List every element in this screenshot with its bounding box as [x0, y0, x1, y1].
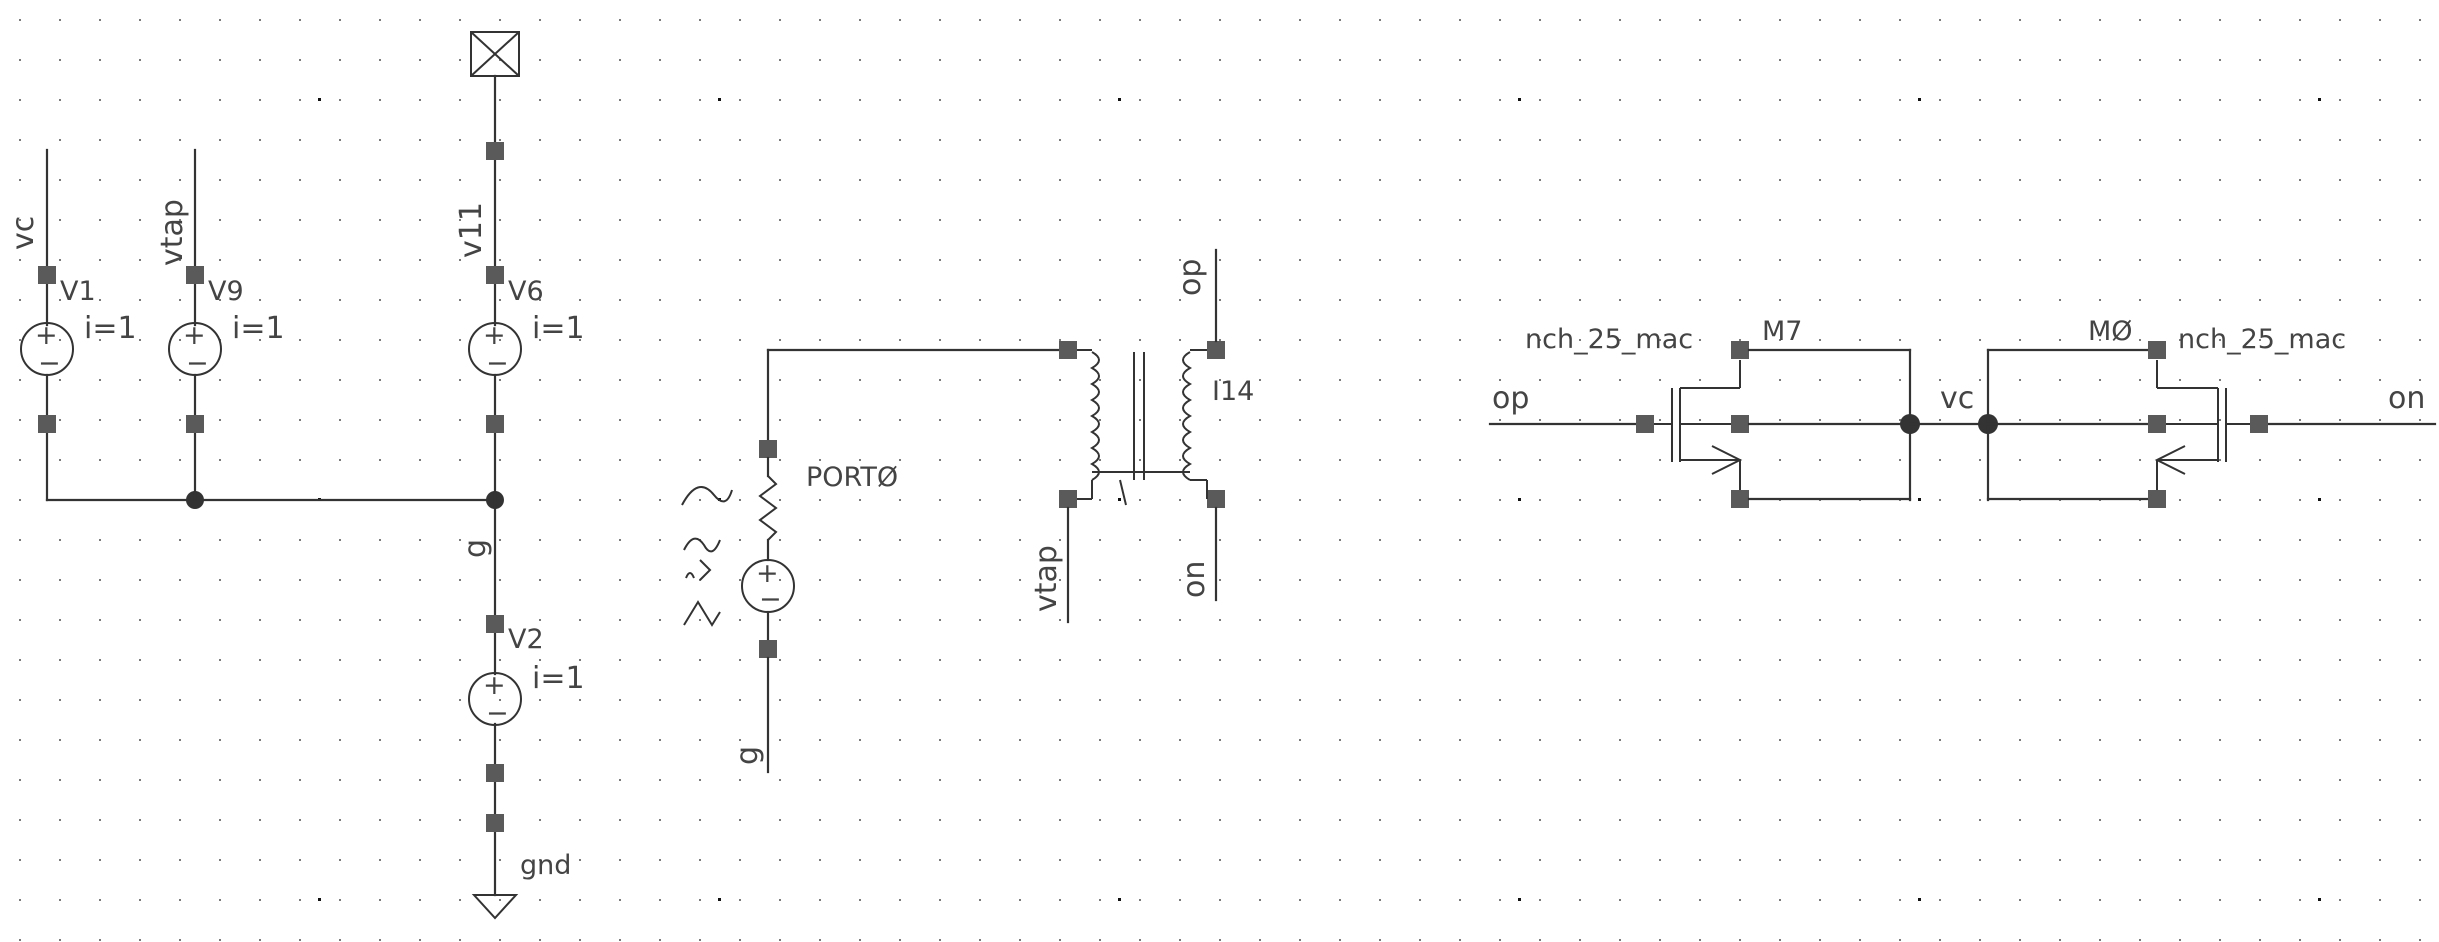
svg-text:−: −	[486, 348, 509, 379]
transistor-M7-model: nch_25_mac	[1525, 324, 1693, 355]
port-PORT0-label: PORTØ	[806, 462, 898, 493]
net-label-g: g	[458, 539, 493, 558]
net-label-op-xfmr: op	[1173, 259, 1208, 296]
transistor-M7[interactable]	[1636, 341, 1749, 508]
source-V6-current: i=1	[532, 311, 585, 346]
svg-text:−: −	[486, 698, 509, 729]
transistor-M7-label: M7	[1762, 316, 1802, 347]
source-V6[interactable]: + −	[468, 31, 522, 502]
net-label-vtap: vtap	[155, 199, 190, 266]
source-V9-label: V9	[208, 276, 244, 307]
source-V1-label: V1	[60, 276, 96, 307]
ground-label: gnd	[520, 850, 571, 881]
svg-text:+: +	[483, 320, 506, 351]
net-label-v11: v11	[454, 202, 489, 258]
svg-text:+: +	[183, 320, 206, 351]
transistor-M0[interactable]	[2148, 341, 2268, 508]
port-PORT0[interactable]: + −	[681, 440, 795, 774]
source-V2[interactable]: + −	[468, 498, 522, 920]
source-V2-label: V2	[508, 624, 544, 655]
source-V1-current: i=1	[84, 311, 137, 346]
source-V6-label: V6	[508, 276, 544, 307]
svg-text:−: −	[186, 348, 209, 379]
svg-text:−: −	[38, 348, 61, 379]
svg-text:+: +	[756, 558, 779, 589]
svg-text:−: −	[759, 584, 782, 615]
net-label-op-gate: op	[1492, 381, 1529, 416]
transistor-M0-label: MØ	[2088, 316, 2133, 347]
net-label-vtap-xfmr: vtap	[1029, 545, 1064, 612]
transformer-I14-label: I14	[1212, 376, 1254, 407]
net-label-on-gate: on	[2388, 381, 2425, 416]
transistor-M0-model: nch_25_mac	[2178, 324, 2346, 355]
supply-network: + − vc V1 i=1 + − vtap V9 i=1	[6, 31, 585, 920]
net-label-vc: vc	[6, 216, 41, 250]
source-V2-current: i=1	[532, 661, 585, 696]
source-V9[interactable]: + −	[168, 148, 222, 502]
net-label-vc-node: vc	[1940, 381, 1974, 416]
svg-text:+: +	[35, 320, 58, 351]
nmos-pair: op on nch_25_mac M7 vc	[1488, 316, 2437, 508]
port-transformer: + − PORTØ g	[681, 248, 1254, 774]
source-V9-current: i=1	[232, 311, 285, 346]
transformer-I14[interactable]	[1059, 248, 1225, 624]
net-label-on-xfmr: on	[1177, 561, 1212, 598]
source-V1[interactable]: + −	[20, 148, 74, 502]
svg-text:+: +	[483, 670, 506, 701]
net-label-g-port: g	[730, 746, 765, 765]
